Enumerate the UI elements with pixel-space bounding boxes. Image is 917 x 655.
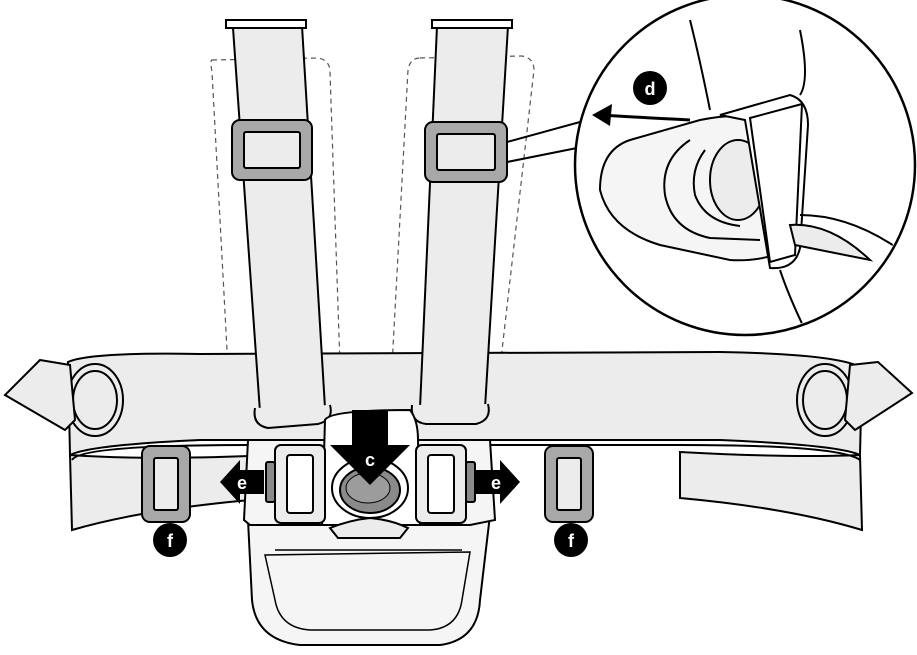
label-e-right-text: e	[491, 473, 501, 493]
label-e-left-text: e	[237, 473, 247, 493]
shoulder-sliders	[231, 119, 508, 183]
release-button	[331, 457, 409, 519]
label-e-left: e	[237, 473, 247, 493]
hip-sliders	[141, 445, 594, 523]
callout-leader	[506, 121, 581, 163]
arrow-right-icon	[476, 460, 520, 504]
label-e-right: e	[491, 473, 501, 493]
label-c: c	[365, 450, 375, 470]
label-f-left: f	[153, 523, 187, 557]
label-c-text: c	[365, 450, 375, 470]
label-f-right-text: f	[568, 531, 575, 551]
arrow-down-icon	[330, 410, 410, 485]
crotch-strap	[246, 513, 492, 646]
label-f-left-text: f	[167, 531, 174, 551]
magnifier-circle-icon: d	[573, 0, 917, 337]
side-strap-tails	[3, 358, 914, 432]
label-d-text: d	[645, 79, 656, 99]
arrow-left-icon	[220, 460, 264, 504]
label-f-right: f	[554, 523, 588, 557]
